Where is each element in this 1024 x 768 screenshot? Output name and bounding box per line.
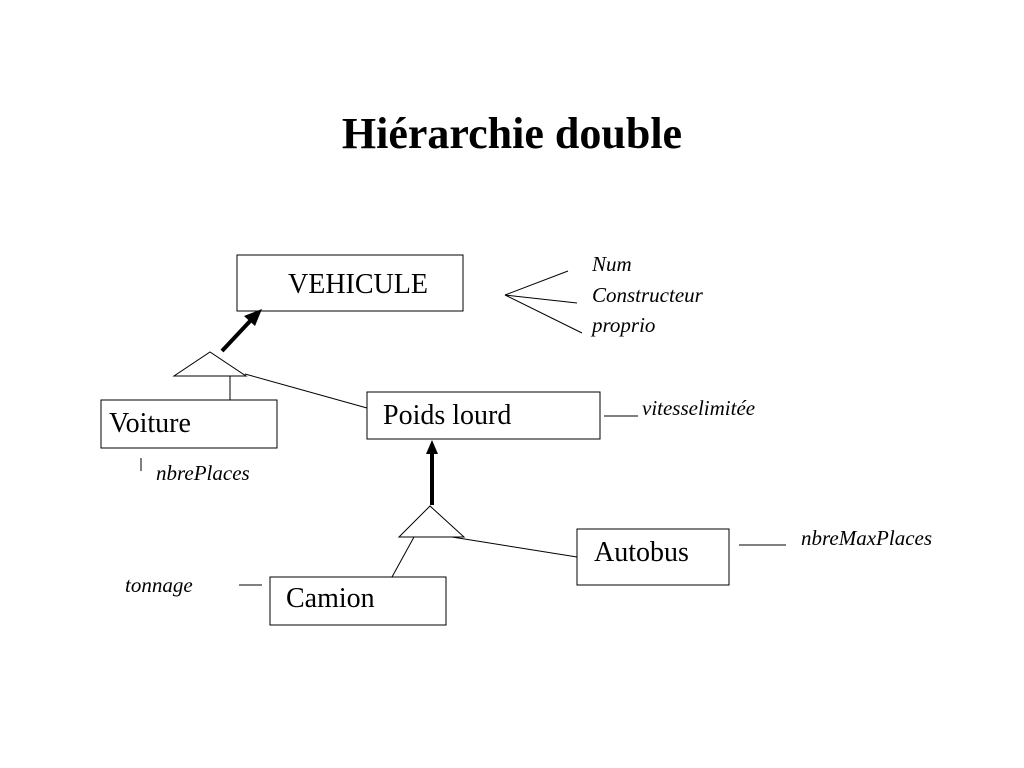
class-autobus-label: Autobus: [594, 537, 689, 568]
class-autobus-box: [576, 528, 730, 586]
lower-inheritance-triangle: [397, 505, 466, 538]
vehicule-attr-line-2: [504, 294, 578, 304]
upper-arrowhead: [244, 309, 262, 326]
voiture-attr: nbrePlaces: [156, 461, 250, 485]
class-camion-label: Camion: [286, 583, 375, 614]
class-poids-lourd[interactable]: Poids lourd: [366, 391, 601, 440]
slide-title: Hiérarchie double: [341, 109, 683, 158]
vehicule-attributes: Num Constructeur proprio: [504, 252, 704, 337]
upper-inheritance-arrow: [220, 317, 254, 353]
class-autobus[interactable]: Autobus: [576, 528, 730, 586]
poids-lourd-link: [244, 373, 368, 409]
poids-lourd-attr: vitesselimitée: [642, 396, 755, 420]
class-voiture[interactable]: Voiture: [100, 399, 278, 449]
vehicule-attr-constructeur: Constructeur: [592, 283, 704, 307]
vehicule-attr-num: Num: [591, 252, 632, 276]
class-camion[interactable]: Camion: [269, 576, 447, 626]
autobus-attr: nbreMaxPlaces: [801, 526, 932, 550]
vehicule-attr-proprio: proprio: [590, 313, 655, 337]
class-camion-box: [269, 576, 447, 626]
class-vehicule[interactable]: VEHICULE: [236, 254, 464, 312]
lower-arrowhead: [426, 440, 438, 454]
class-poids-lourd-box: [366, 391, 601, 440]
upper-inheritance-triangle: [172, 351, 248, 377]
class-voiture-box: [100, 399, 278, 449]
autobus-link: [451, 536, 578, 558]
class-voiture-label: Voiture: [109, 408, 191, 439]
vehicule-attr-line-1: [504, 270, 569, 296]
class-vehicule-label: VEHICULE: [288, 269, 428, 300]
class-vehicule-box: [236, 254, 464, 312]
vehicule-attr-line-3: [504, 294, 583, 334]
camion-link: [391, 536, 415, 578]
camion-attr: tonnage: [125, 573, 193, 597]
class-poids-lourd-label: Poids lourd: [383, 400, 511, 431]
